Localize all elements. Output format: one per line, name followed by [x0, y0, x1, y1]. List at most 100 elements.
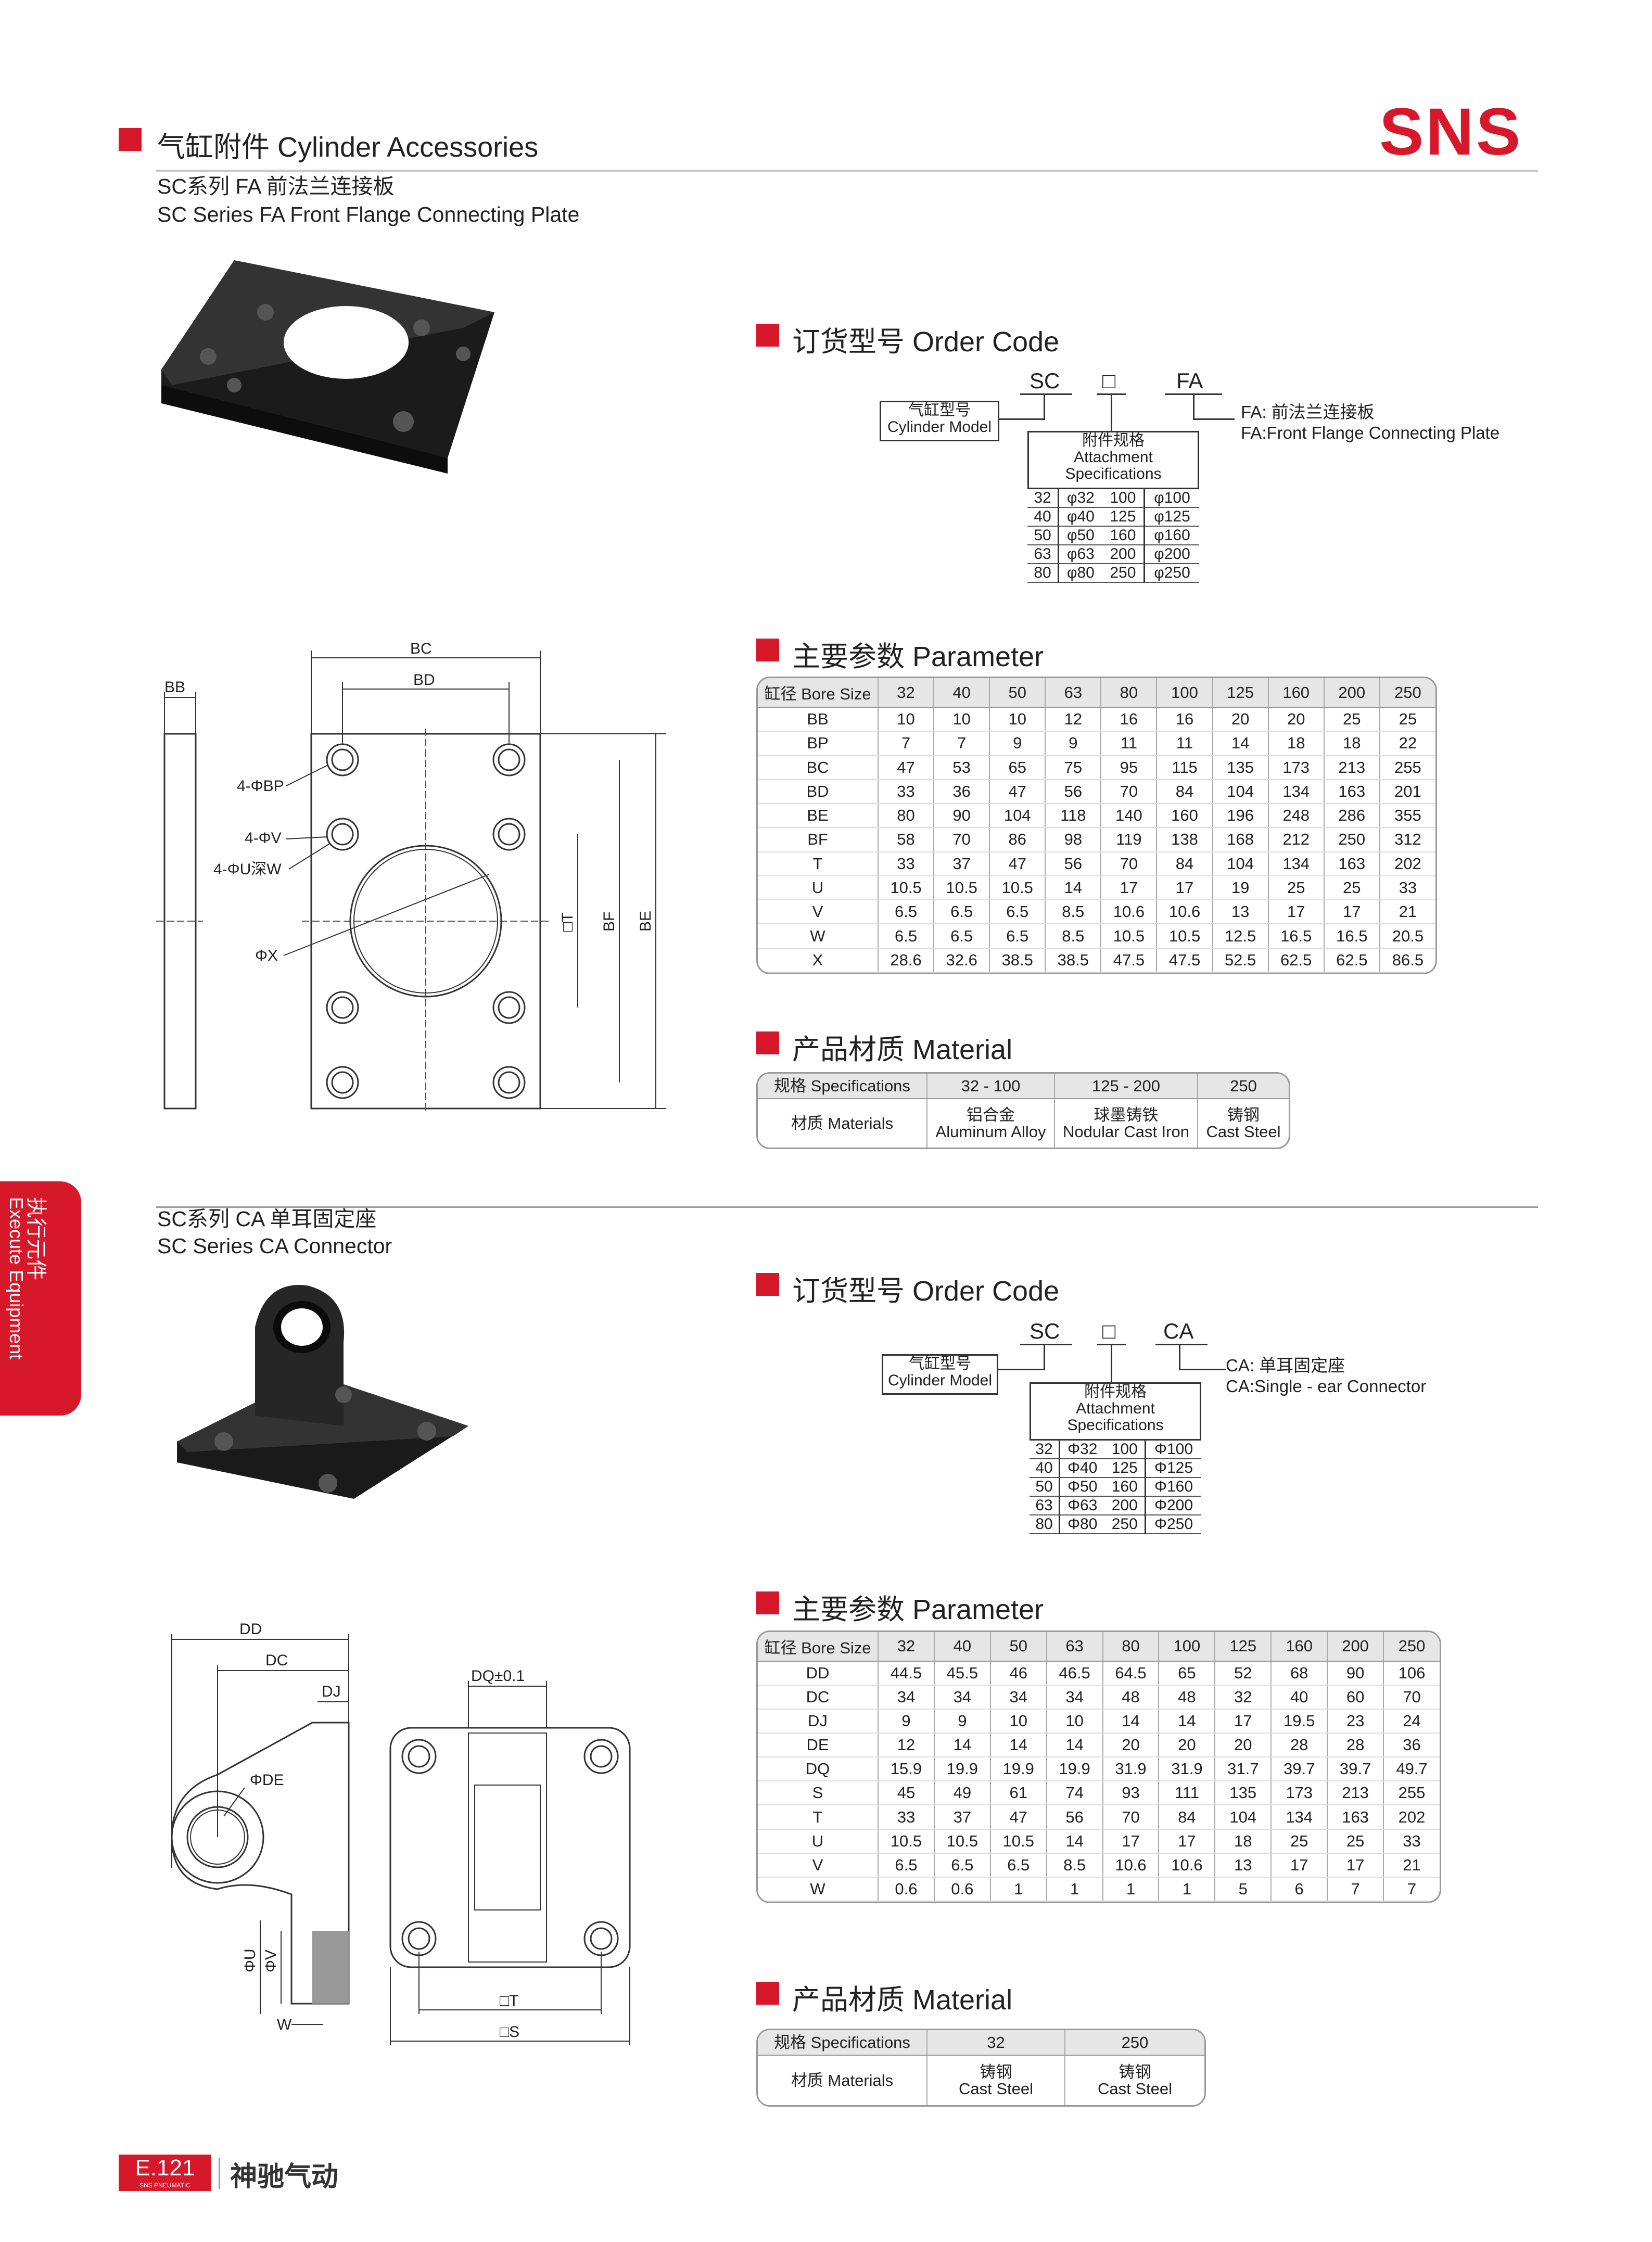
table-cell: 8.5: [1045, 924, 1101, 949]
table-cell: 14: [933, 1733, 990, 1758]
table-cell: 46: [989, 1661, 1047, 1686]
table-cell: 6.5: [933, 1853, 990, 1878]
table-cell: 10.5: [933, 875, 990, 901]
table-cell: 10.5: [877, 875, 934, 901]
table-cell: 13: [1212, 900, 1268, 925]
header-cell: 32: [878, 1632, 934, 1662]
table-cell: 48: [1158, 1685, 1215, 1710]
table-cell: 14: [1046, 1829, 1103, 1854]
table-cell: 34: [933, 1685, 990, 1710]
table-cell: 10: [989, 1709, 1047, 1734]
bore-cell: φ160: [1143, 526, 1199, 545]
table-cell: 18: [1214, 1829, 1272, 1854]
table-cell: 90: [933, 804, 990, 829]
row-label: S: [758, 1781, 878, 1806]
svg-text:ΦV: ΦV: [262, 1950, 279, 1972]
table-cell: 25: [1327, 1829, 1384, 1854]
header-cell: 32: [877, 678, 934, 708]
header-cell: 125: [1214, 1632, 1272, 1662]
table-cell: 12.5: [1212, 924, 1268, 949]
table-cell: 84: [1156, 779, 1213, 805]
header-cell: 缸径 Bore Size: [758, 1632, 878, 1662]
table-cell: 10: [877, 707, 934, 732]
bore-cell: φ32: [1058, 489, 1102, 508]
table-cell: 163: [1323, 851, 1380, 876]
table-cell: 20: [1102, 1733, 1159, 1758]
table-cell: 68: [1270, 1661, 1328, 1686]
table-cell: 39.7: [1327, 1757, 1384, 1782]
svg-text:□T: □T: [500, 1992, 518, 2009]
table-cell: 28: [1327, 1733, 1384, 1758]
bore-cell: φ125: [1143, 507, 1199, 527]
table-cell: 12: [1045, 707, 1101, 732]
table-cell: 9: [1045, 731, 1101, 756]
table-cell: 6.5: [933, 924, 990, 949]
row-label: BC: [758, 755, 878, 780]
ca-technical-drawing: DD DC DJ ΦDE ΦU ΦV W DQ±0.1 □T □S: [171, 1621, 631, 2045]
bore-cell: Φ250: [1145, 1515, 1201, 1534]
table-cell: 13: [1214, 1853, 1272, 1878]
table-cell: 21: [1383, 1853, 1440, 1878]
row-label: T: [758, 1805, 878, 1830]
row-label: DQ: [758, 1757, 878, 1782]
bore-cell: Φ100: [1145, 1441, 1201, 1459]
table-cell: 213: [1323, 755, 1380, 780]
fa-technical-drawing: BB BC BD 4-ΦBP 4-ΦV 4-ΦU深W ΦX □T BF BE: [156, 640, 666, 1114]
svg-text:BE: BE: [637, 911, 654, 932]
bore-cell: 125: [1104, 1459, 1146, 1478]
ca-attachment-box: 附件规格 Attachment Specifications: [1030, 1382, 1201, 1441]
table-cell: 163: [1323, 779, 1380, 805]
table-cell: 25: [1323, 707, 1380, 732]
table-cell: 64.5: [1102, 1661, 1159, 1686]
table-cell: 255: [1379, 755, 1435, 780]
table-cell: 10: [1046, 1709, 1103, 1734]
table-cell: 18: [1267, 731, 1324, 756]
table-cell: 8.5: [1046, 1853, 1103, 1878]
table-cell: 31.9: [1102, 1757, 1159, 1782]
table-cell: 104: [989, 804, 1046, 829]
ca-desc-cn: CA: 单耳固定座: [1226, 1356, 1345, 1375]
fa-param-heading: 主要参数 Parameter: [792, 641, 1044, 672]
footer-brand: 神驰气动: [230, 2162, 339, 2192]
table-cell: 14: [1212, 731, 1268, 756]
table-cell: 10.6: [1156, 900, 1213, 925]
ca-code-box: □: [1102, 1319, 1116, 1343]
bore-cell: φ63: [1058, 545, 1102, 564]
svg-text:ΦX: ΦX: [255, 947, 278, 964]
table-cell: 9: [878, 1709, 934, 1734]
row-label: BD: [758, 779, 878, 805]
table-cell: 6.5: [989, 1853, 1047, 1878]
table-cell: 17: [1214, 1709, 1272, 1734]
svg-text:□T: □T: [559, 913, 576, 932]
bore-cell: Φ200: [1145, 1496, 1201, 1515]
fa-title-en: SC Series FA Front Flange Connecting Pla…: [157, 202, 580, 226]
table-cell: 8.5: [1045, 900, 1101, 925]
table-cell: 56: [1045, 851, 1101, 876]
bore-cell: 80: [1027, 564, 1059, 583]
table-cell: 20: [1267, 707, 1324, 732]
table-cell: 36: [1383, 1733, 1440, 1758]
fa-material-heading: 产品材质 Material: [792, 1034, 1013, 1065]
table-cell: 47: [989, 851, 1046, 876]
table-cell: 75: [1045, 755, 1101, 780]
table-cell: 98: [1045, 827, 1101, 852]
table-cell: 1: [1102, 1877, 1159, 1902]
row-label: W: [758, 924, 878, 949]
table-cell: 14: [989, 1733, 1047, 1758]
header-cell: 250: [1379, 678, 1435, 708]
table-cell: 248: [1267, 804, 1324, 829]
table-cell: 134: [1270, 1805, 1328, 1830]
row-label: T: [758, 851, 878, 876]
table-cell: 70: [1100, 851, 1157, 876]
row-label: X: [758, 948, 878, 973]
